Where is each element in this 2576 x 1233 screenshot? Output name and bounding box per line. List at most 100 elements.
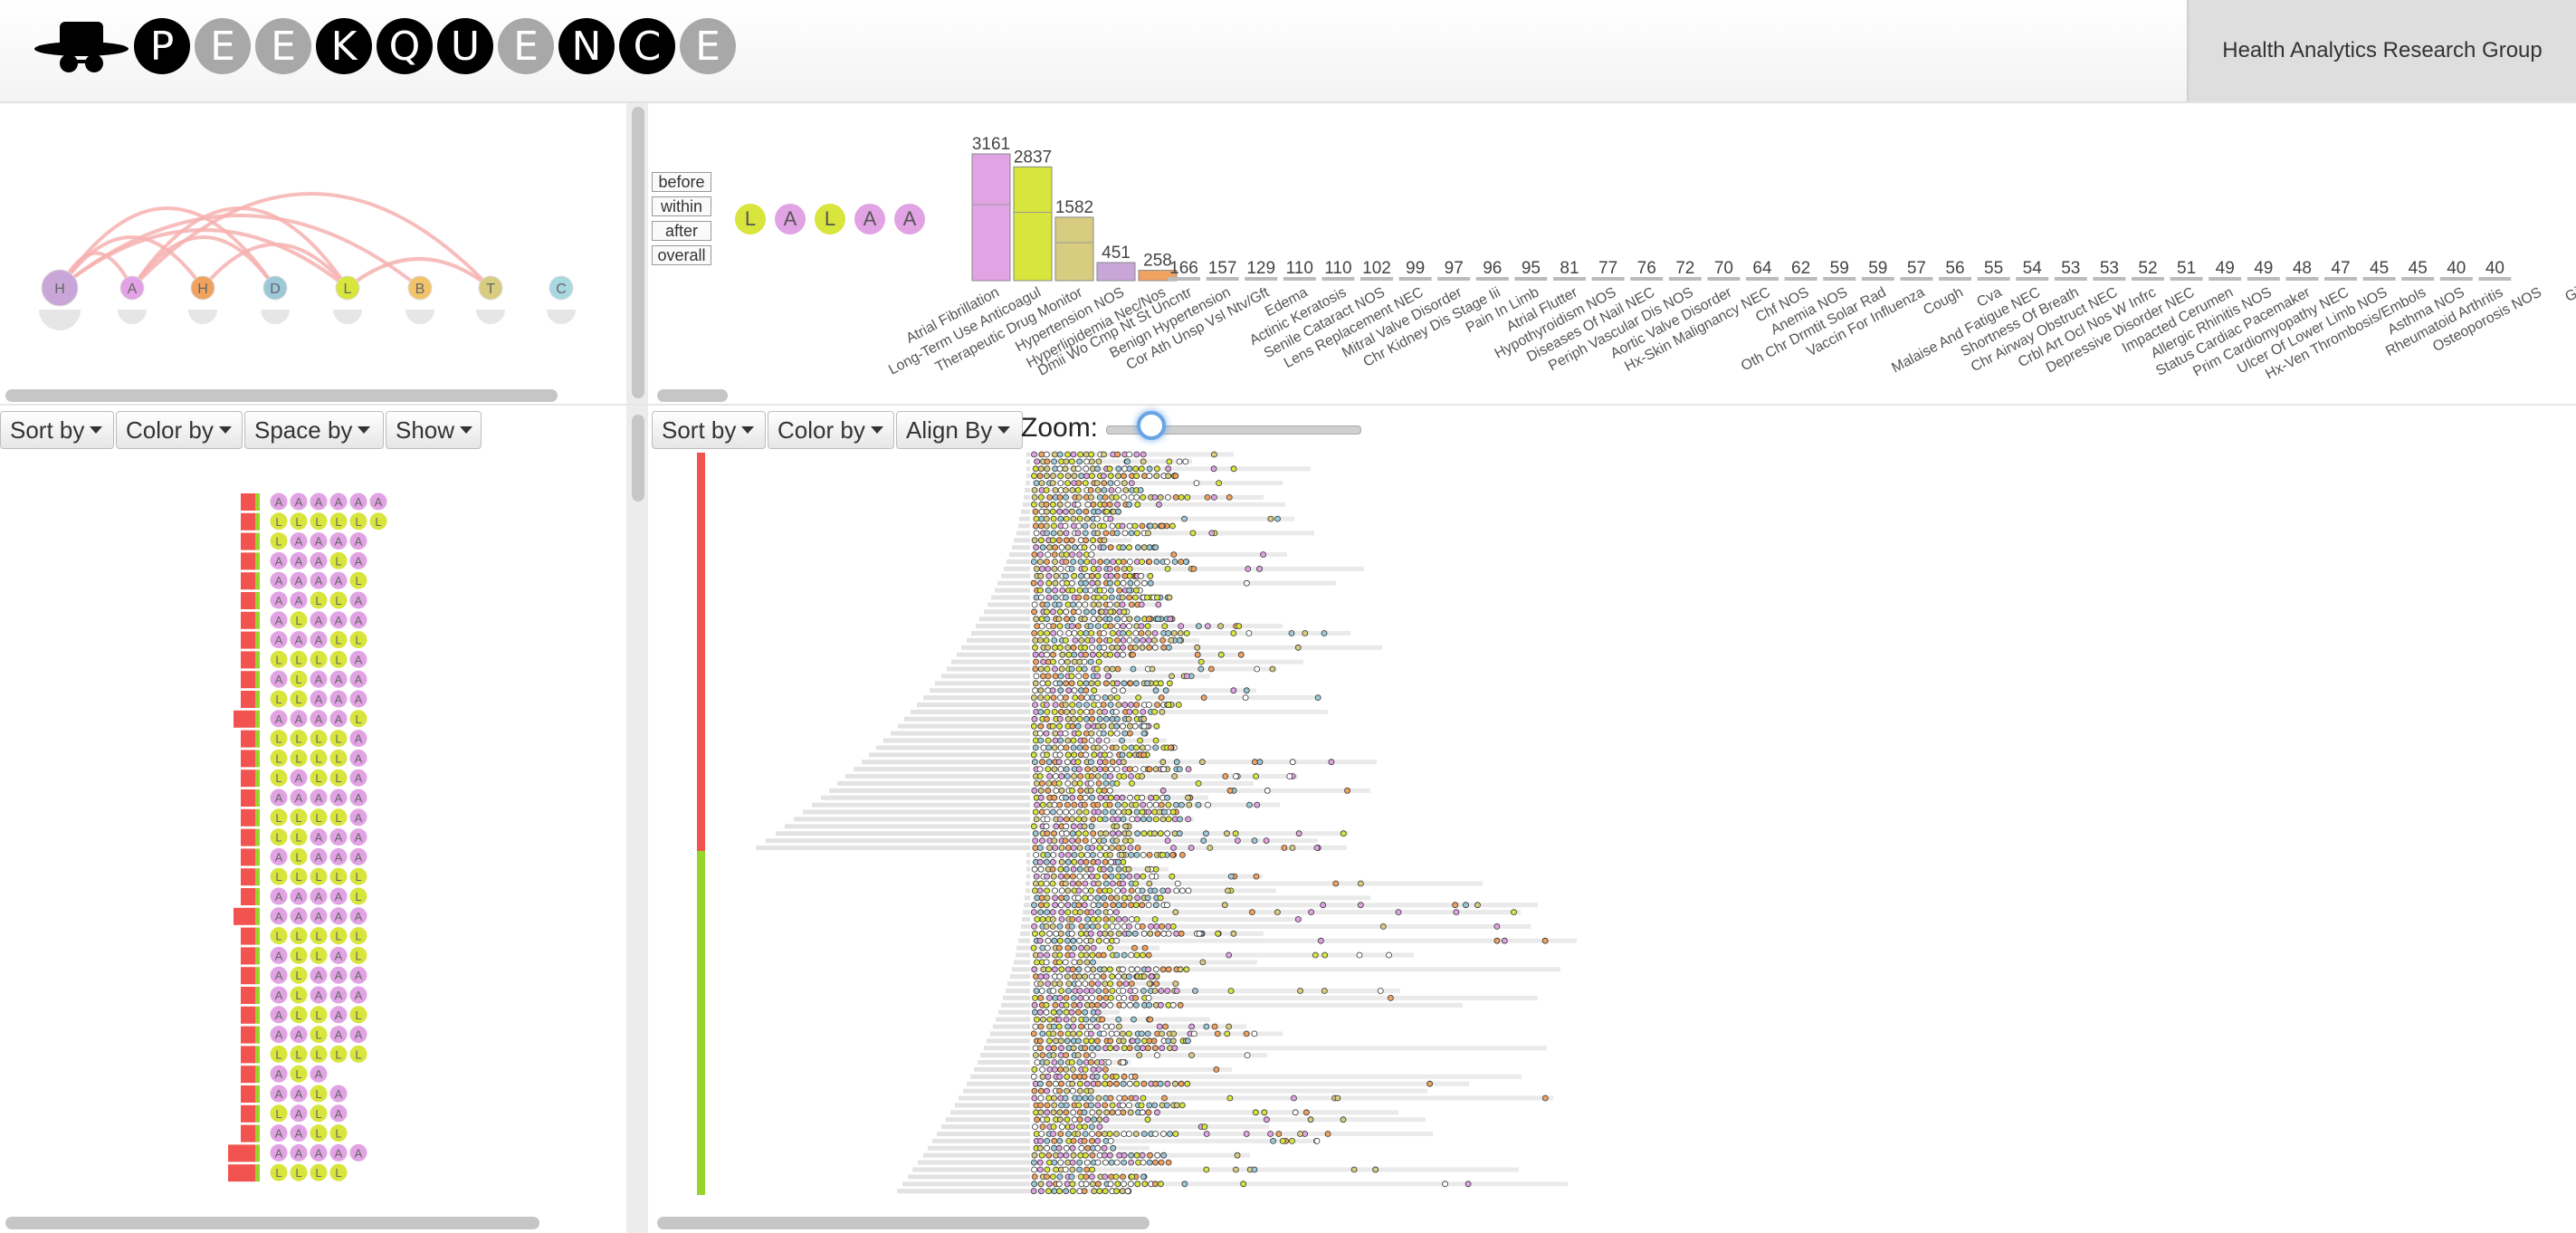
sequence-event-dot[interactable] xyxy=(329,512,348,530)
sequence-event-dot[interactable] xyxy=(349,512,367,530)
sequence-event-dot[interactable] xyxy=(310,571,328,589)
sequence-event-dot[interactable] xyxy=(270,907,288,925)
sequence-event-dot[interactable] xyxy=(329,1104,348,1123)
group-size-bar[interactable] xyxy=(241,691,255,708)
frequency-bar[interactable] xyxy=(1398,277,1432,281)
pattern-event-chip[interactable]: L xyxy=(815,204,845,234)
sequence-event-dot[interactable] xyxy=(349,670,367,688)
sequence-event-dot[interactable] xyxy=(329,847,348,865)
sequence-event-dot[interactable] xyxy=(349,828,367,846)
group-size-bar[interactable] xyxy=(241,1026,255,1044)
sequence-event-dot[interactable] xyxy=(329,1085,348,1103)
sequence-event-dot[interactable] xyxy=(270,650,288,668)
scope-before-button[interactable]: before xyxy=(652,172,711,192)
sequence-event-dot[interactable] xyxy=(290,867,308,885)
frequency-bar[interactable] xyxy=(2324,277,2357,281)
sequence-event-dot[interactable] xyxy=(270,847,288,865)
frequency-bar[interactable] xyxy=(1823,277,1856,281)
frequency-bar[interactable] xyxy=(1977,277,2010,281)
sequence-event-dot[interactable] xyxy=(329,769,348,787)
group-size-bar[interactable] xyxy=(241,1046,255,1064)
sequence-event-dot[interactable] xyxy=(290,966,308,984)
sequence-event-dot[interactable] xyxy=(329,749,348,767)
research-group-button[interactable]: Health Analytics Research Group xyxy=(2187,0,2576,101)
sequence-list-horizontal-scrollbar[interactable] xyxy=(5,1217,539,1229)
sequence-event-dot[interactable] xyxy=(270,730,288,748)
sequence-event-dot[interactable] xyxy=(310,749,328,767)
sequence-event-dot[interactable] xyxy=(329,710,348,728)
sequence-event-dot[interactable] xyxy=(270,1143,288,1161)
group-size-bar[interactable] xyxy=(241,730,255,748)
sequence-event-dot[interactable] xyxy=(329,611,348,629)
sequence-event-dot[interactable] xyxy=(290,1026,308,1044)
frequency-bar[interactable] xyxy=(1861,277,1894,281)
sequence-event-dot[interactable] xyxy=(329,1163,348,1181)
pattern-event-chip[interactable]: L xyxy=(735,204,766,234)
left-space-by-button[interactable]: Space by xyxy=(244,411,384,449)
sequence-event-dot[interactable] xyxy=(310,670,328,688)
group-size-bar[interactable] xyxy=(241,987,255,1004)
sequence-event-dot[interactable] xyxy=(349,946,367,964)
sequence-event-dot[interactable] xyxy=(349,887,367,905)
sequence-event-dot[interactable] xyxy=(290,887,308,905)
group-size-bar[interactable] xyxy=(241,552,255,570)
sequence-event-dot[interactable] xyxy=(329,907,348,925)
sequence-event-dot[interactable] xyxy=(310,591,328,609)
sequence-event-dot[interactable] xyxy=(290,946,308,964)
right-sort-by-button[interactable]: Sort by xyxy=(652,411,766,449)
frequency-bar[interactable] xyxy=(2016,277,2049,281)
sequence-event-dot[interactable] xyxy=(290,1104,308,1123)
group-size-bar[interactable] xyxy=(241,1124,255,1142)
sequence-event-dot[interactable] xyxy=(270,1085,288,1103)
sequence-event-dot[interactable] xyxy=(270,946,288,964)
group-size-bar[interactable] xyxy=(241,512,255,530)
left-sort-by-button[interactable]: Sort by xyxy=(0,411,114,449)
event-node[interactable] xyxy=(41,269,79,307)
sequence-event-dot[interactable] xyxy=(329,986,348,1004)
zoom-slider-handle[interactable] xyxy=(1137,411,1166,440)
pattern-event-chip[interactable]: A xyxy=(854,204,885,234)
sequence-event-dot[interactable] xyxy=(329,670,348,688)
right-align-by-button[interactable]: Align By xyxy=(896,411,1023,449)
sequence-event-dot[interactable] xyxy=(329,631,348,649)
timeline-horizontal-scrollbar[interactable] xyxy=(657,1217,1150,1229)
sequence-event-dot[interactable] xyxy=(310,887,328,905)
frequency-bar[interactable] xyxy=(1013,166,1053,282)
pattern-event-chip[interactable]: A xyxy=(775,204,806,234)
sequence-event-dot[interactable] xyxy=(329,650,348,668)
frequency-bar[interactable] xyxy=(1283,277,1316,281)
group-size-bar[interactable] xyxy=(228,1164,255,1182)
sequence-event-dot[interactable] xyxy=(270,1045,288,1063)
frequency-bar[interactable] xyxy=(2054,277,2087,281)
sequence-event-dot[interactable] xyxy=(349,730,367,748)
sequence-event-dot[interactable] xyxy=(310,532,328,550)
frequency-bar[interactable] xyxy=(1138,270,1178,282)
sequence-event-dot[interactable] xyxy=(310,1124,328,1142)
sequence-event-dot[interactable] xyxy=(329,571,348,589)
sequence-event-dot[interactable] xyxy=(329,966,348,984)
frequency-bar[interactable] xyxy=(1321,277,1355,281)
sequence-event-dot[interactable] xyxy=(329,1006,348,1024)
sequence-event-dot[interactable] xyxy=(310,789,328,807)
sequence-event-dot[interactable] xyxy=(270,631,288,649)
sequence-event-dot[interactable] xyxy=(369,492,387,511)
frequency-bar[interactable] xyxy=(1437,277,1471,281)
frequency-bar[interactable] xyxy=(971,153,1011,282)
sequence-event-dot[interactable] xyxy=(349,492,367,511)
sequence-event-dot[interactable] xyxy=(310,690,328,708)
sequence-event-dot[interactable] xyxy=(270,1163,288,1181)
sequence-event-dot[interactable] xyxy=(310,730,328,748)
group-size-bar[interactable] xyxy=(241,631,255,649)
sequence-event-dot[interactable] xyxy=(290,730,308,748)
sequence-event-dot[interactable] xyxy=(310,512,328,530)
sequence-event-dot[interactable] xyxy=(270,1104,288,1123)
sequence-event-dot[interactable] xyxy=(290,631,308,649)
group-size-bar[interactable] xyxy=(241,651,255,669)
frequency-bar[interactable] xyxy=(1939,277,1971,281)
group-size-bar[interactable] xyxy=(241,888,255,905)
sequence-event-dot[interactable] xyxy=(349,650,367,668)
frequency-bar[interactable] xyxy=(1360,277,1393,281)
zoom-slider-track[interactable] xyxy=(1106,425,1361,435)
frequency-bar[interactable] xyxy=(2247,277,2280,281)
sequence-event-dot[interactable] xyxy=(290,1163,308,1181)
